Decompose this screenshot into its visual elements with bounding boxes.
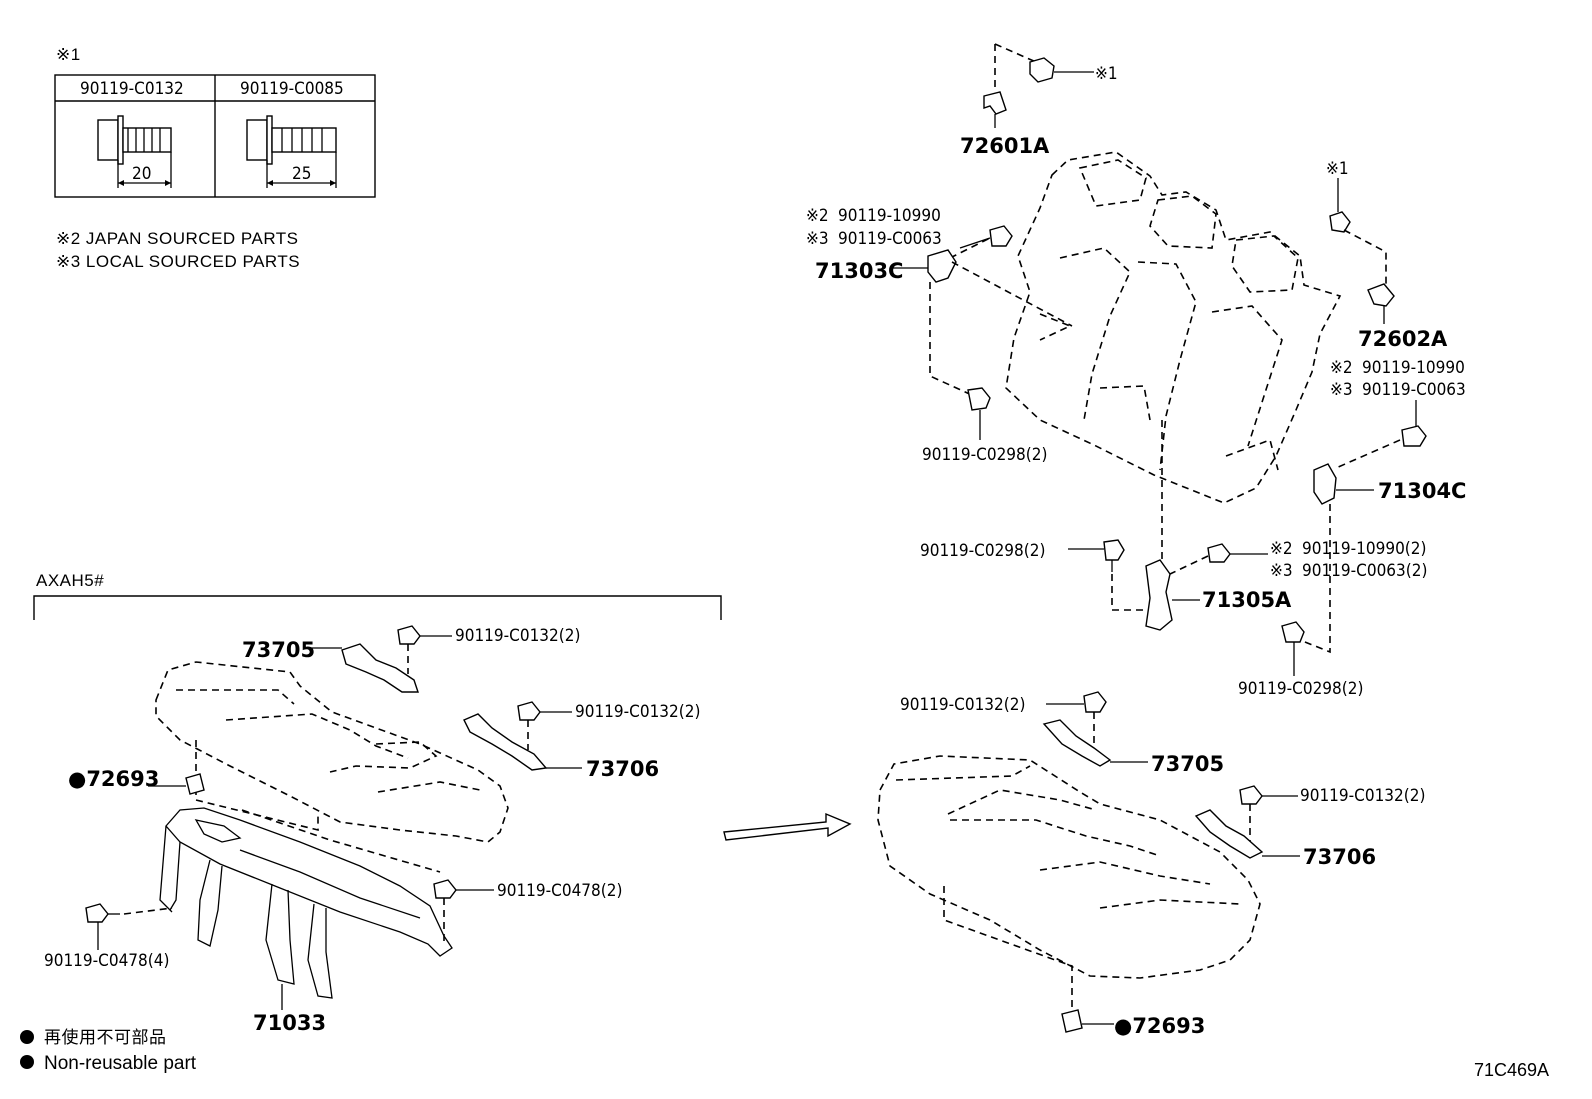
part-73706-right: 73706 [1303,845,1376,869]
bracket-73706-left [463,713,582,771]
direction-arrow [723,812,852,841]
bracket-73706-right [1194,809,1300,859]
bolt-0132-right-b [1239,785,1298,848]
bolt-spec-table: ※1 90119-C0132 90119-C0085 20 [54,45,376,198]
legend-en: Non-reusable part [44,1053,197,1074]
mark1-upper: ※1 [1326,159,1349,179]
clip-72693-right [1061,1009,1114,1033]
part-72693-right: ●72693 [1114,1014,1205,1038]
seat-back-illustration [1005,151,1342,504]
pn-0478-a: 90119-C0478(2) [497,881,622,901]
clip-72693-left [148,773,205,795]
bracket-72602A [1329,178,1395,324]
pn-0298-mid: 90119-C0298(2) [920,541,1045,561]
legend-jp: 再使用不可部品 [44,1027,167,1047]
pn-10990-left: 90119-10990 [838,206,941,226]
seat-cushion-right [877,755,1261,1010]
section-label: AXAH5# [36,571,104,590]
bolt-0132-left-a [397,625,452,674]
bracket-71303C [892,249,1073,397]
label-j3-right: ※3 [1330,380,1353,400]
table-dim2: 25 [292,164,311,184]
part-73705-right: 73705 [1151,752,1224,776]
part-71305A: 71305A [1202,588,1292,612]
bolt-25-icon [246,115,337,188]
part-71033: 71033 [253,1011,326,1035]
pn-0132-left-b: 90119-C0132(2) [575,702,700,722]
label-j3-mid: ※3 [1270,561,1293,581]
seat-frame-71033 [159,807,453,1010]
mark1-top: ※1 [1095,64,1118,84]
label-j3-left: ※3 [806,229,829,249]
note-japan-sourced: ※2 JAPAN SOURCED PARTS [56,229,299,248]
bracket-72601A [983,43,1094,128]
bolt-0478-right-side [433,879,494,944]
bracket-73705-left [304,643,419,693]
part-72601A: 72601A [960,134,1050,158]
label-j2-left: ※2 [806,206,829,226]
bracket-71304C [1299,463,1374,654]
pn-0298-left: 90119-C0298(2) [922,445,1047,465]
bolt-left-lower [967,387,991,440]
bracket-73705-right [1042,719,1148,767]
bolt-0478-left-side [85,903,173,950]
label-j2-right: ※2 [1330,358,1353,378]
figure-code: 71C469A [1474,1060,1549,1080]
table-dim1: 20 [132,164,151,184]
pn-C0063-right: 90119-C0063 [1362,380,1466,400]
table-col1-header: 90119-C0132 [80,79,184,99]
table-mark: ※1 [56,45,81,64]
bracket-71305A [1145,420,1200,631]
pn-C0063-mid: 90119-C0063(2) [1302,561,1427,581]
pn-10990-mid: 90119-10990(2) [1302,539,1426,559]
pn-0478-b: 90119-C0478(4) [44,951,169,971]
part-71303C: 71303C [815,259,903,283]
pn-0132-right-a: 90119-C0132(2) [900,695,1025,715]
section-bracket [33,595,722,620]
part-73706-left: 73706 [586,757,659,781]
part-73705-left: 73705 [242,638,315,662]
part-72602A: 72602A [1358,327,1448,351]
screw-left-upper [949,225,1013,259]
bolt-right-bottom [1281,621,1305,676]
seat-cushion-left [155,661,509,843]
legend: 再使用不可部品 Non-reusable part [20,1027,197,1074]
pn-C0063-left: 90119-C0063 [838,229,942,249]
bolt-20-icon [97,115,172,188]
pn-0132-right-b: 90119-C0132(2) [1300,786,1425,806]
note-local-sourced: ※3 LOCAL SOURCED PARTS [56,252,300,271]
label-j2-mid: ※2 [1270,539,1293,559]
part-72693-left: ●72693 [68,767,159,791]
pn-0132-left-a: 90119-C0132(2) [455,626,580,646]
pn-0298-right: 90119-C0298(2) [1238,679,1363,699]
bolt-0132-left-b [517,701,572,750]
screw-right [1335,400,1427,469]
table-col2-header: 90119-C0085 [240,79,344,99]
screw-mid [1169,543,1268,575]
pn-10990-right: 90119-10990 [1362,358,1465,378]
bolt-mid [1068,539,1146,611]
part-71304C: 71304C [1378,479,1466,503]
